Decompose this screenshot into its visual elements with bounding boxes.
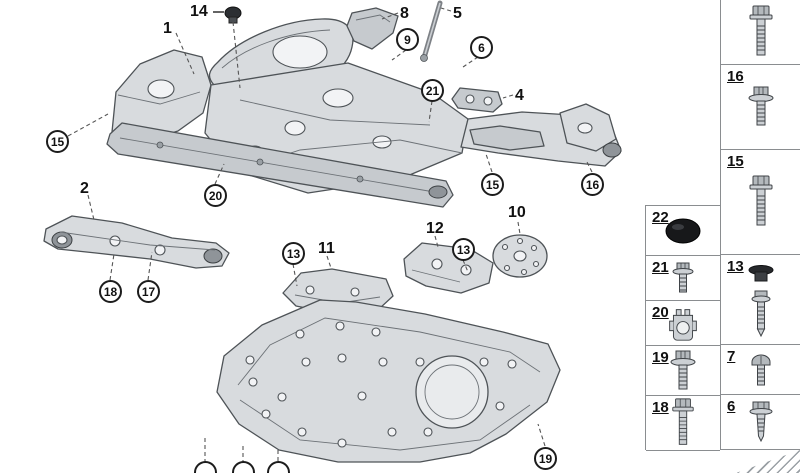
- part-cover-8: [346, 7, 399, 50]
- part-rod-5: [420, 0, 443, 62]
- part-plate-10: [492, 234, 548, 278]
- fastener-cell-6[interactable]: 6: [721, 395, 800, 450]
- part-front-axle-support: [106, 18, 622, 208]
- part-brace-2: [43, 215, 230, 269]
- fastener-cell-13[interactable]: 13: [721, 255, 800, 345]
- fastener-cell-7[interactable]: 7: [721, 345, 800, 395]
- callout-15-a[interactable]: 15: [46, 130, 69, 153]
- part-cap-14: [213, 6, 242, 24]
- small-screw-icon: [672, 262, 694, 293]
- fastener-label: 6: [727, 398, 736, 415]
- diagram-artwork: [43, 0, 622, 463]
- pan-head-screw-icon: [751, 354, 770, 385]
- callout-8[interactable]: 8: [400, 5, 409, 22]
- fastener-panel-left-column: 22 21 20 19 18: [645, 205, 720, 451]
- fastener-cell-22[interactable]: 22: [646, 206, 720, 256]
- flange-bolt-icon: [670, 350, 696, 389]
- callout-6[interactable]: 6: [470, 36, 493, 59]
- leader-lines: [67, 7, 593, 462]
- fastener-cell-21[interactable]: 21: [646, 256, 720, 301]
- callout-15-b[interactable]: 15: [481, 173, 504, 196]
- callout-cut-a[interactable]: [194, 461, 217, 473]
- long-bolt-icon: [749, 175, 772, 226]
- fastener-cell-top[interactable]: [721, 0, 800, 65]
- fastener-cell-20[interactable]: 20: [646, 301, 720, 346]
- fastener-label: 22: [652, 209, 669, 226]
- part-underbody-guard: [216, 299, 561, 463]
- part-bracket-4: [451, 87, 503, 113]
- fastener-cell-16[interactable]: 16: [721, 65, 800, 150]
- exploded-diagram: 14 1 8 5 4 2 10 12 11 9 6 21 15 15 16 20…: [43, 0, 622, 473]
- callout-4[interactable]: 4: [515, 87, 524, 104]
- callout-19[interactable]: 19: [534, 447, 557, 470]
- fastener-label: 21: [652, 259, 669, 276]
- hex-bolt-icon: [749, 5, 772, 56]
- callout-18[interactable]: 18: [99, 280, 122, 303]
- part-bracket-12: [403, 242, 494, 294]
- blind-plug-icon: [665, 218, 701, 243]
- callout-16[interactable]: 16: [581, 173, 604, 196]
- callout-11[interactable]: 11: [318, 240, 335, 257]
- fastener-label: 7: [727, 348, 736, 365]
- tapping-screw-icon: [749, 401, 772, 442]
- callout-10[interactable]: 10: [508, 204, 526, 221]
- callout-13-b[interactable]: 13: [452, 238, 475, 261]
- callout-5[interactable]: 5: [453, 5, 462, 22]
- callout-9[interactable]: 9: [396, 28, 419, 51]
- fastener-label: 18: [652, 399, 669, 416]
- long-bolt-icon: [672, 398, 694, 445]
- fastener-label: 13: [727, 258, 744, 275]
- cut-corner-hatch: [736, 450, 800, 473]
- flange-bolt-icon: [748, 86, 773, 126]
- callout-cut-b[interactable]: [232, 461, 255, 473]
- callout-14[interactable]: 14: [190, 3, 208, 20]
- callout-13-a[interactable]: 13: [282, 242, 305, 265]
- callout-cut-c[interactable]: [267, 461, 290, 473]
- fastener-label: 16: [727, 68, 744, 85]
- fastener-panel-right-column: 16 15 13 7 6: [720, 0, 800, 450]
- callout-20[interactable]: 20: [204, 184, 227, 207]
- callout-21[interactable]: 21: [421, 79, 444, 102]
- expanding-nut-screw-icon: [748, 264, 773, 336]
- callout-2[interactable]: 2: [80, 180, 89, 197]
- callout-1[interactable]: 1: [163, 20, 172, 37]
- fastener-label: 20: [652, 304, 669, 321]
- fastener-cell-19[interactable]: 19: [646, 346, 720, 396]
- callout-12[interactable]: 12: [426, 220, 444, 237]
- fastener-cell-15[interactable]: 15: [721, 150, 800, 255]
- callout-17[interactable]: 17: [137, 280, 160, 303]
- cage-nut-icon: [669, 309, 697, 341]
- fastener-label: 19: [652, 349, 669, 366]
- fastener-label: 15: [727, 153, 744, 170]
- fastener-cell-18[interactable]: 18: [646, 396, 720, 451]
